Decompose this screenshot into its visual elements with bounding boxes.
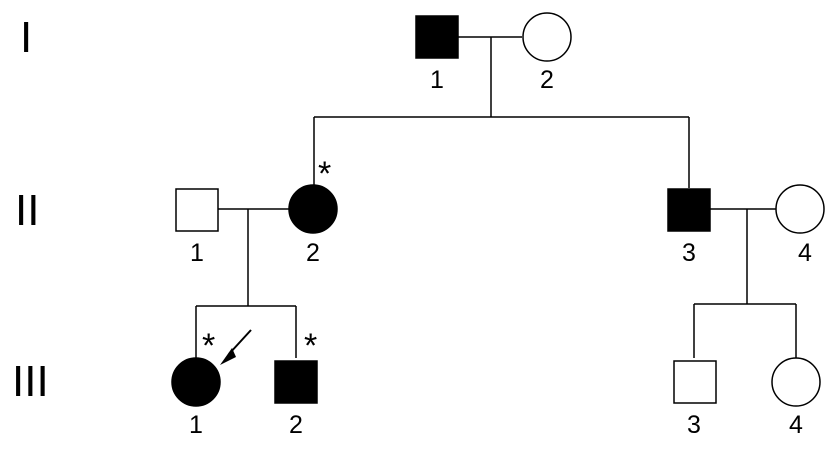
individual-III-1-circle — [171, 357, 221, 407]
individual-II-4-circle — [775, 184, 825, 234]
generation-label-II: II — [15, 186, 39, 235]
number-III-2: 2 — [289, 411, 303, 439]
individual-III-3-square — [673, 360, 717, 404]
asterisk-II-2: * — [318, 155, 331, 193]
individual-III-4-circle — [771, 357, 821, 407]
number-I-1: 1 — [430, 66, 444, 94]
individuals-group — [171, 12, 825, 407]
number-III-3: 3 — [687, 411, 701, 439]
individual-numbers: 1 2 1 2 3 4 1 2 3 4 — [189, 66, 812, 439]
number-II-1: 1 — [190, 239, 204, 267]
number-II-3: 3 — [682, 239, 696, 267]
individual-II-2-circle — [288, 184, 338, 234]
number-III-1: 1 — [189, 411, 203, 439]
number-II-4: 4 — [798, 239, 812, 267]
generation-label-I: I — [20, 13, 32, 62]
number-II-2: 2 — [306, 239, 320, 267]
individual-III-2-square — [274, 360, 318, 404]
asterisk-III-2: * — [304, 327, 317, 365]
asterisk-markers: * * * — [202, 155, 331, 365]
proband-arrow-icon — [220, 329, 252, 365]
generation-label-III: III — [12, 357, 49, 406]
pedigree-lines — [195, 36, 797, 358]
individual-II-3-square — [667, 188, 711, 232]
number-III-4: 4 — [789, 411, 803, 439]
individual-I-1-square — [415, 15, 459, 59]
individual-II-1-square — [175, 188, 219, 232]
number-I-2: 2 — [540, 66, 554, 94]
asterisk-III-1: * — [202, 327, 215, 365]
individual-I-2-circle — [522, 12, 572, 62]
